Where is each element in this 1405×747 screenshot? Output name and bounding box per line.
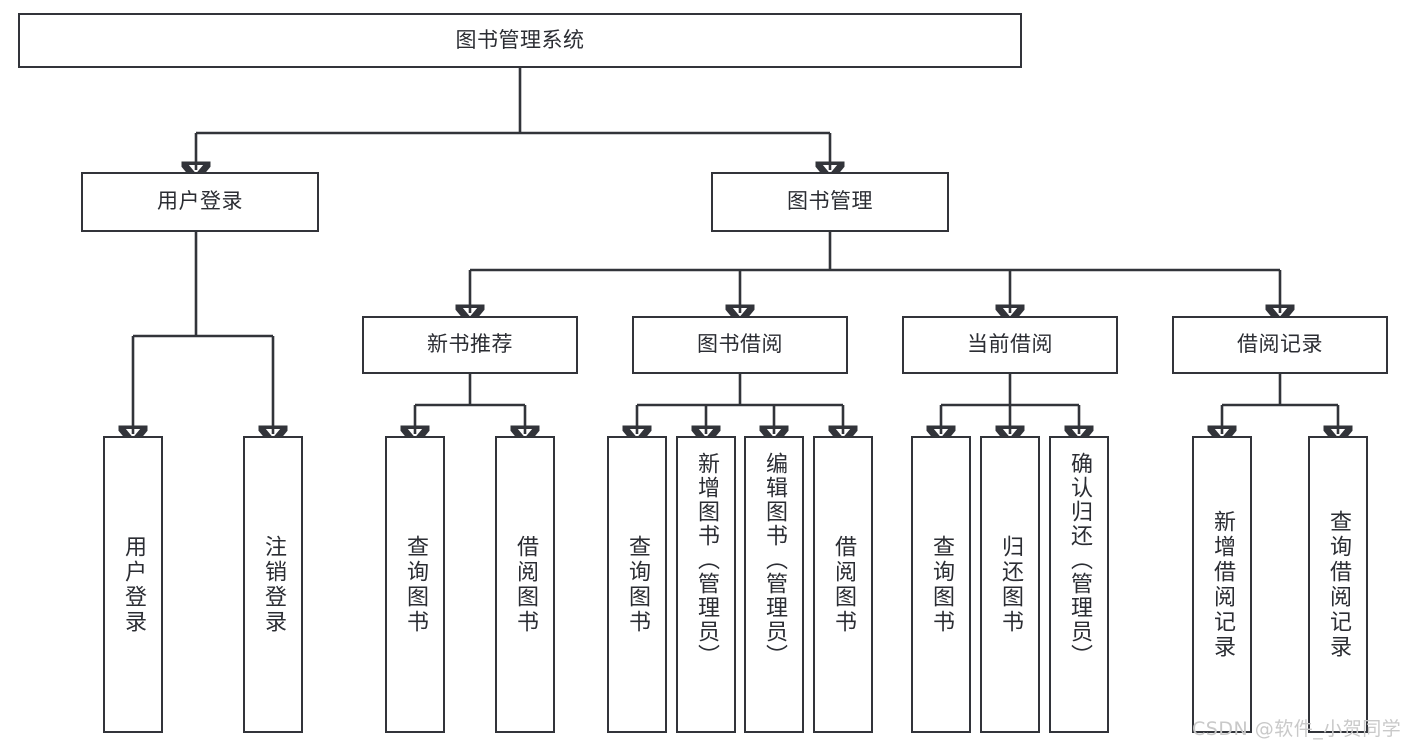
leaf-book-borrow-add-book[interactable]: 新增图书（管理员） (676, 436, 736, 733)
leaf-current-borrow-return-book[interactable]: 归还图书 (980, 436, 1040, 733)
leaf-label: 借阅图书 (831, 534, 856, 635)
node-current-borrow-label: 当前借阅 (967, 332, 1053, 357)
node-user-login-label: 用户登录 (157, 189, 243, 214)
node-new-book-recommend-label: 新书推荐 (427, 332, 513, 357)
leaf-label: 查询借阅记录 (1326, 509, 1351, 660)
leaf-label: 新增借阅记录 (1210, 509, 1235, 660)
node-book-manage-label: 图书管理 (787, 189, 873, 214)
leaf-borrow-record-query-record[interactable]: 查询借阅记录 (1308, 436, 1368, 733)
leaf-new-book-borrow-book[interactable]: 借阅图书 (495, 436, 555, 733)
leaf-label: 借阅图书 (513, 534, 538, 635)
leaf-label: 确认归还（管理员） (1067, 452, 1092, 668)
leaf-new-book-query-book[interactable]: 查询图书 (385, 436, 445, 733)
node-current-borrow[interactable]: 当前借阅 (902, 316, 1118, 374)
leaf-current-borrow-confirm-return[interactable]: 确认归还（管理员） (1049, 436, 1109, 733)
leaf-label: 用户登录 (121, 534, 146, 635)
leaf-label: 查询图书 (929, 534, 954, 635)
node-user-login[interactable]: 用户登录 (81, 172, 319, 232)
leaf-user-login-login[interactable]: 用户登录 (103, 436, 163, 733)
leaf-book-borrow-borrow-book[interactable]: 借阅图书 (813, 436, 873, 733)
node-root[interactable]: 图书管理系统 (18, 13, 1022, 68)
node-borrow-record-label: 借阅记录 (1237, 332, 1323, 357)
leaf-label: 查询图书 (403, 534, 428, 635)
leaf-user-login-logout[interactable]: 注销登录 (243, 436, 303, 733)
leaf-label: 归还图书 (998, 534, 1023, 635)
leaf-borrow-record-add-record[interactable]: 新增借阅记录 (1192, 436, 1252, 733)
node-book-manage[interactable]: 图书管理 (711, 172, 949, 232)
leaf-book-borrow-edit-book[interactable]: 编辑图书（管理员） (744, 436, 804, 733)
node-book-borrow[interactable]: 图书借阅 (632, 316, 848, 374)
node-book-borrow-label: 图书借阅 (697, 332, 783, 357)
node-borrow-record[interactable]: 借阅记录 (1172, 316, 1388, 374)
leaf-label: 新增图书（管理员） (694, 452, 719, 668)
leaf-book-borrow-query-book[interactable]: 查询图书 (607, 436, 667, 733)
node-new-book-recommend[interactable]: 新书推荐 (362, 316, 578, 374)
node-root-label: 图书管理系统 (455, 27, 585, 52)
leaf-label: 注销登录 (261, 534, 286, 635)
leaf-label: 编辑图书（管理员） (762, 452, 787, 668)
leaf-label: 查询图书 (625, 534, 650, 635)
leaf-current-borrow-query-book[interactable]: 查询图书 (911, 436, 971, 733)
